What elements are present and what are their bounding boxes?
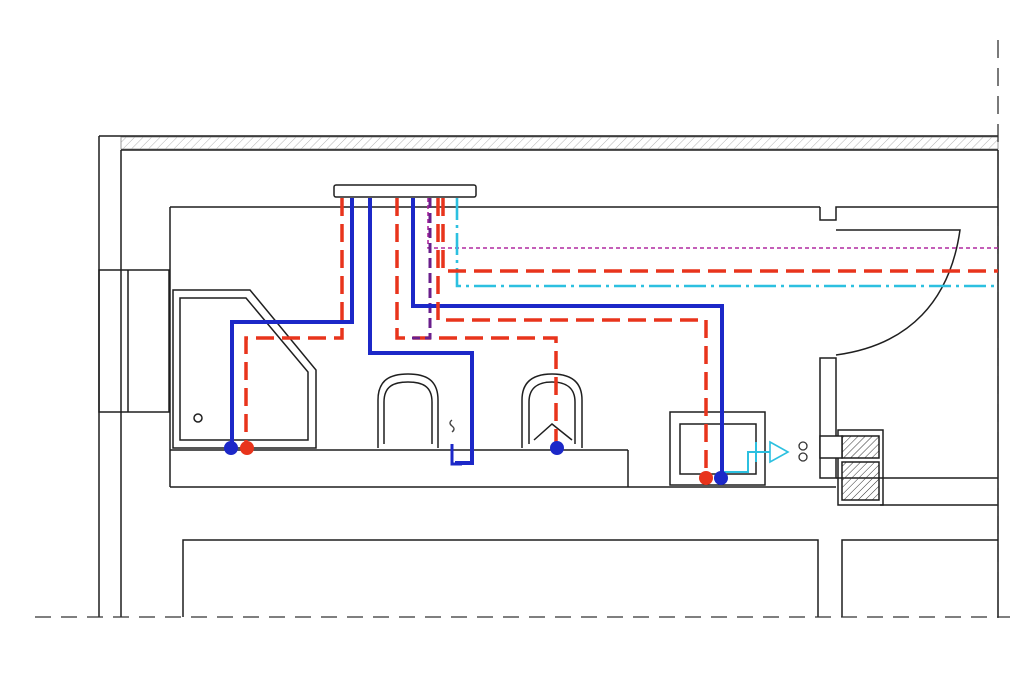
toilet-fixture xyxy=(377,373,439,448)
hot-line-main xyxy=(441,198,998,273)
gas-line xyxy=(455,198,998,288)
bidet-fixture xyxy=(521,373,583,448)
wall-hatch xyxy=(120,136,999,150)
vent-squiggle-icon xyxy=(449,419,455,433)
cold-inlet-dot xyxy=(714,471,728,485)
distribution-manifold xyxy=(333,184,477,198)
hot-line-shower xyxy=(244,198,344,446)
boiler-unit xyxy=(819,429,884,506)
hot-inlet-dot xyxy=(240,441,254,455)
cold-line-basin xyxy=(411,198,724,475)
pipe-network xyxy=(230,198,998,475)
cold-inlet-dot xyxy=(550,441,564,455)
shower-tray xyxy=(172,289,317,449)
hot-inlet-dot xyxy=(699,471,713,485)
basin-drain-line xyxy=(724,451,780,473)
circulation-line xyxy=(412,198,432,340)
cold-line-toilet xyxy=(368,198,474,465)
cold-line-shower xyxy=(230,198,354,446)
cold-inlet-dot xyxy=(224,441,238,455)
flow-arrow-icon xyxy=(755,440,808,464)
hot-line-bidet xyxy=(395,198,558,446)
inlet-dots xyxy=(224,441,728,485)
secondary-line xyxy=(427,198,998,249)
hot-line-basin xyxy=(436,198,708,475)
drain-trap-icon xyxy=(450,444,462,466)
